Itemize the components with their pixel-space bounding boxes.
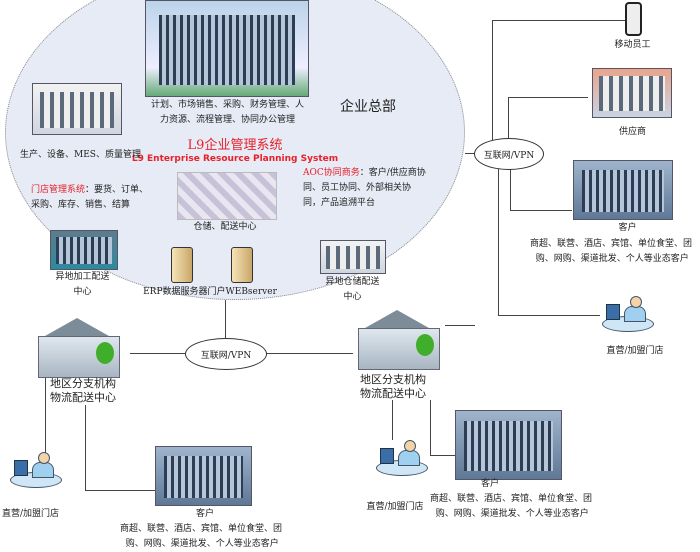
mobile-staff-label: 移动员工 xyxy=(614,40,651,50)
connector xyxy=(445,325,475,326)
connector xyxy=(510,168,511,210)
system-name-cn: L9企业管理系统 xyxy=(187,138,283,153)
production-text: 生产、设备、MES、质量管理 xyxy=(20,150,141,160)
system-name-en: L9 Enterprise Resource Planning System xyxy=(131,154,339,164)
customer-building-image xyxy=(573,160,673,220)
remote-processing-center-image xyxy=(50,230,118,270)
warehouse-image xyxy=(177,172,277,220)
connector xyxy=(265,353,353,354)
connector xyxy=(508,97,588,98)
connector xyxy=(430,455,455,456)
internet-vpn-right: 互联网/VPN xyxy=(474,138,544,170)
connector xyxy=(498,168,499,316)
mobile-phone-icon xyxy=(625,2,642,36)
erp-server-icon xyxy=(171,247,193,283)
web-server-icon xyxy=(231,247,253,283)
remote-storage-label: 异地仓储配送中心 xyxy=(325,277,380,302)
branch-building-icon xyxy=(30,318,125,378)
connector xyxy=(130,353,185,354)
supplier-image xyxy=(592,68,672,118)
connector xyxy=(510,210,572,211)
connector xyxy=(85,405,86,490)
customer-building-image xyxy=(455,410,562,480)
supplier-label: 供应商 xyxy=(618,127,646,137)
customer-label: 客户 xyxy=(618,223,637,233)
connector xyxy=(430,400,431,455)
connector xyxy=(492,20,493,140)
aoc-text: AOC协同商务：客户/供应商协同、员工协同、外部相关协同，产品追溯平台 xyxy=(303,168,426,208)
branch-label: 地区分支机构物流配送中心 xyxy=(360,373,426,400)
connector xyxy=(85,490,155,491)
connector xyxy=(498,315,600,316)
customer-label: 客户 xyxy=(480,479,499,489)
customer-description: 商超、联营、酒店、宾馆、单位食堂、团 购、网购、渠道批发、个人等业态客户 xyxy=(120,524,283,549)
branch-label: 地区分支机构物流配送中心 xyxy=(50,377,116,404)
hq-building-image xyxy=(145,0,309,97)
internet-vpn-middle: 互联网/VPN xyxy=(185,338,267,370)
servers-label: ERP数据服务器门户WEBserver xyxy=(143,287,277,297)
branch-building-icon xyxy=(350,310,445,370)
store-label: 直营/加盟门店 xyxy=(366,502,424,512)
connector xyxy=(465,153,475,154)
customer-label: 客户 xyxy=(195,509,214,519)
connector xyxy=(225,300,226,338)
factory-image xyxy=(32,83,122,135)
connector xyxy=(45,378,46,453)
hq-title: 企业总部 xyxy=(340,99,396,115)
remote-storage-center-image xyxy=(320,240,386,274)
warehouse-label: 仓储、配送中心 xyxy=(193,222,257,232)
store-operator-icon xyxy=(376,440,428,476)
store-label: 直营/加盟门店 xyxy=(606,346,664,356)
customer-description: 商超、联营、酒店、宾馆、单位食堂、团 购、网购、渠道批发、个人等业态客户 xyxy=(430,494,593,519)
store-operator-icon xyxy=(10,452,62,488)
store-label: 直营/加盟门店 xyxy=(2,509,60,519)
hq-functions: 计划、市场销售、采购、财务管理、人力资源、流程管理、协同办公管理 xyxy=(150,100,304,125)
store-system-text: 门店管理系统：要货、订单、采购、库存、销售、结算 xyxy=(31,185,149,210)
remote-processing-label: 异地加工配送中心 xyxy=(55,272,110,297)
customer-building-image xyxy=(155,446,252,506)
connector xyxy=(508,97,509,139)
store-operator-icon xyxy=(602,296,654,332)
connector xyxy=(492,20,625,21)
connector xyxy=(392,400,393,440)
customer-description: 商超、联营、酒店、宾馆、单位食堂、团 购、网购、渠道批发、个人等业态客户 xyxy=(530,239,693,264)
